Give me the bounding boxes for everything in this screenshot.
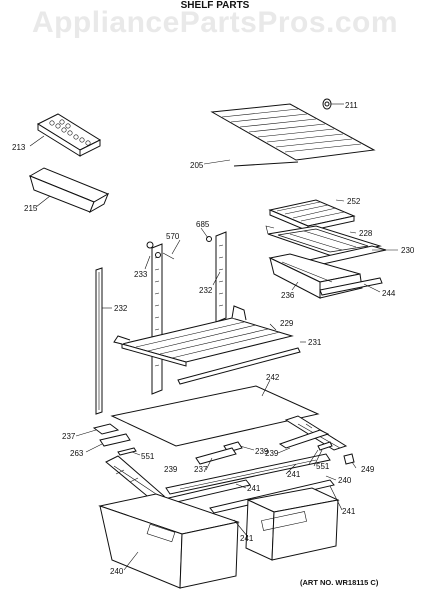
part-241-drawer-rail-upper[interactable] [165,453,331,495]
label-263: 263 [70,449,84,458]
part-239-center-bracket[interactable] [195,441,243,465]
part-242-glass-shelf[interactable] [110,385,320,447]
label-232-left: 232 [114,304,128,313]
part-240-vegetable-drawer[interactable] [98,493,240,589]
label-241-top: 241 [287,470,301,479]
leader-lines [29,103,398,571]
label-231: 231 [308,338,322,347]
label-241-upper: 241 [247,484,261,493]
label-244: 244 [382,289,396,298]
part-249-clip[interactable] [343,453,355,465]
part-237-shelf-support-left[interactable] [92,423,120,435]
label-252: 252 [347,197,361,206]
part-237-crisper-frame[interactable] [105,455,165,501]
label-551-left: 551 [141,452,155,461]
label-237-left: 237 [62,432,76,441]
label-239-center: 239 [255,447,269,456]
label-242: 242 [266,373,280,382]
part-205-wire-shelf[interactable] [210,103,376,167]
part-228-crisper-frame[interactable] [265,225,382,257]
label-241-right: 241 [342,507,356,516]
label-215: 215 [24,204,38,213]
part-236-crisper-drawer[interactable] [268,253,363,299]
label-249: 249 [361,465,375,474]
label-230: 230 [401,246,415,255]
diagram-title: SHELF PARTS [180,0,250,11]
label-213: 213 [12,143,26,152]
label-211: 211 [345,101,358,110]
label-229: 229 [280,319,294,328]
part-570-ladder-rail[interactable] [151,243,163,395]
part-231-shelf-trim[interactable] [177,347,301,385]
part-263-shelf-bracket[interactable] [99,433,131,447]
part-239-shelf-brace[interactable] [278,429,330,449]
label-239-mid: 239 [265,449,279,458]
label-205: 205 [190,161,204,170]
part-244-drawer-handle[interactable] [319,277,383,296]
label-232-right: 232 [199,286,213,295]
label-685: 685 [196,220,210,229]
art-number: (ART NO. WR18115 C) [300,578,379,587]
part-252-crisper-cover[interactable] [268,199,356,232]
label-236: 236 [281,291,295,300]
label-240-left: 240 [110,567,124,576]
label-233: 233 [134,270,148,279]
label-570: 570 [166,232,180,241]
part-233-rail-screws[interactable] [146,241,175,260]
label-237-center: 237 [194,465,208,474]
label-241-lower: 241 [240,534,254,543]
part-232-shelf-rail-left[interactable] [95,267,103,415]
label-239-left: 239 [164,465,178,474]
part-labels: 211 213 205 215 252 228 230 570 685 233 … [12,101,415,576]
part-215-door-bin[interactable] [28,167,110,214]
part-211-shelf-stop[interactable] [322,98,332,110]
label-240-right: 240 [338,476,352,485]
part-232-shelf-rail-right[interactable] [215,231,227,323]
part-213-egg-tray[interactable] [36,113,102,157]
part-229-cantilever-shelf[interactable] [113,305,294,367]
label-228: 228 [359,229,373,238]
watermark: AppliancePartsPros.com [31,6,399,39]
part-240-meat-drawer[interactable] [245,487,340,561]
part-551-screw-right[interactable] [317,441,333,451]
part-551-screw-left[interactable] [117,447,137,456]
label-551-right: 551 [316,462,330,471]
